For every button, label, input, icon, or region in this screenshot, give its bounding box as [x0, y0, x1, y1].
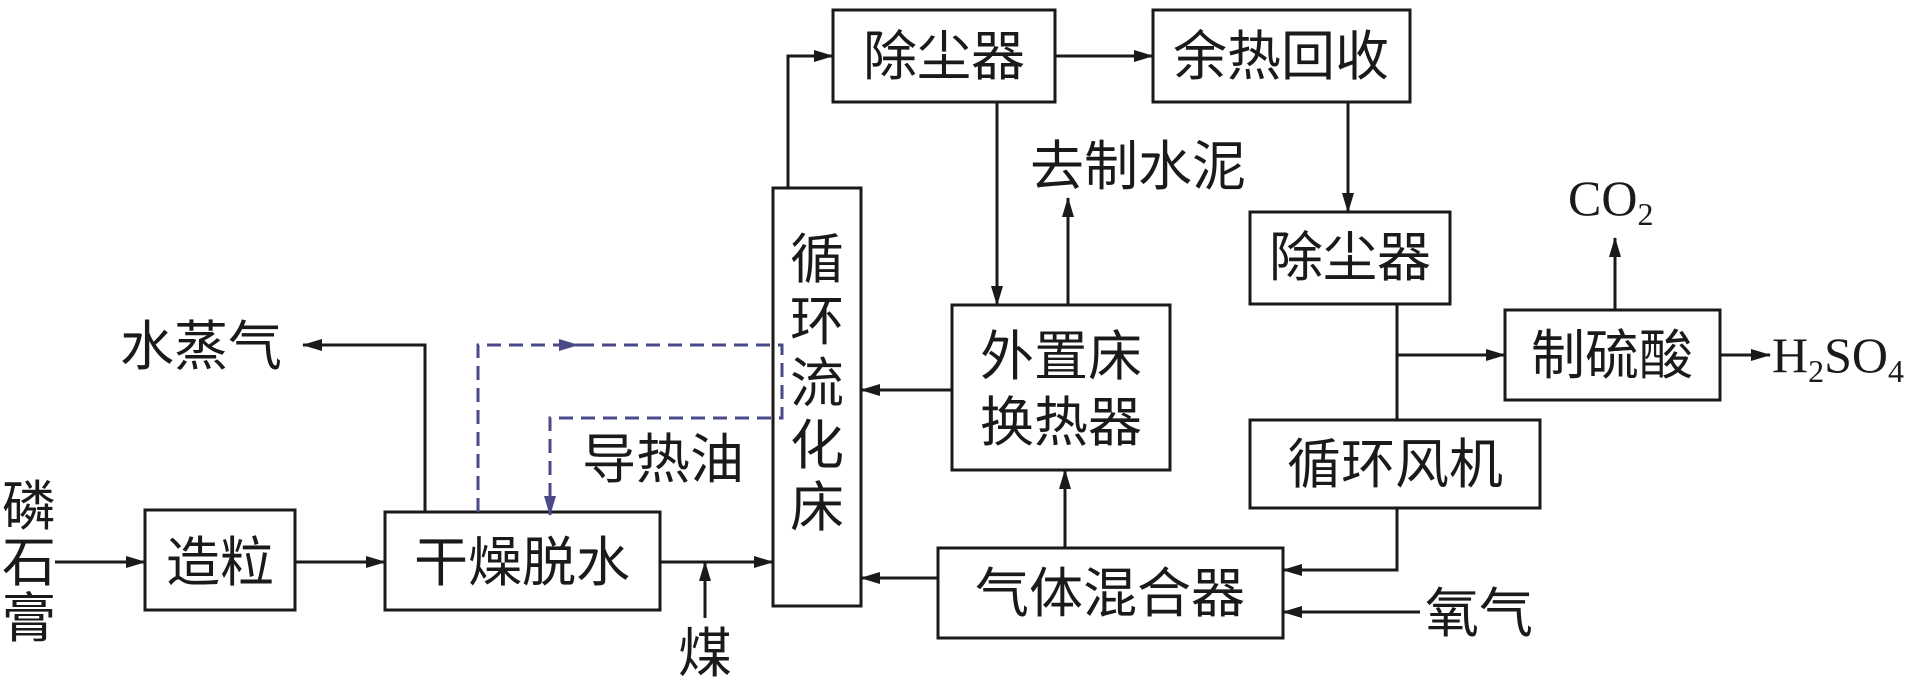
drying-label: 干燥脱水: [414, 531, 630, 594]
coal-label: 煤: [678, 622, 732, 685]
co2-subscript: 2: [1637, 196, 1653, 232]
cfb-box: [771, 186, 863, 608]
raw-material-label-3: 膏: [2, 587, 56, 650]
external-exchanger-box: [950, 303, 1172, 472]
dust-collector-1-label: 除尘器: [863, 25, 1025, 88]
cfb-label-4: 化: [790, 414, 844, 477]
steam-label: 水蒸气: [120, 315, 282, 378]
heat-oil-loop-right: [548, 343, 784, 515]
dust-collector-2-label: 除尘器: [1269, 226, 1431, 289]
external-exchanger-label-2: 换热器: [980, 391, 1142, 454]
arrow-fan-to-mixer: [1282, 508, 1399, 576]
external-exchanger-label-1: 外置床: [980, 325, 1142, 388]
arrow-drying-to-steam: [302, 339, 427, 512]
h2so4-so: SO: [1824, 327, 1888, 383]
dust-collector-2-box: [1248, 210, 1452, 306]
gas-mixer-label: 气体混合器: [975, 562, 1245, 625]
co2-main: CO: [1568, 170, 1637, 226]
cfb-label-3: 流: [790, 352, 844, 415]
h2so4-sub1: 2: [1808, 353, 1824, 389]
h2so4-h: H: [1772, 327, 1808, 383]
sulfuric-acid-label: 制硫酸: [1531, 324, 1693, 387]
co2-label: CO2: [1568, 170, 1653, 232]
gas-mixer-box: [936, 546, 1285, 640]
heat-oil-loop-top: [476, 343, 580, 512]
oxygen-label: 氧气: [1425, 582, 1533, 645]
arrow-cfb-to-dust-1: [786, 50, 834, 188]
to-cement-label: 去制水泥: [1030, 135, 1246, 198]
raw-material-label-2: 石: [2, 531, 56, 594]
drying-box: [383, 510, 662, 612]
fan-label: 循环风机: [1287, 433, 1503, 496]
waste-heat-box: [1151, 8, 1412, 104]
waste-heat-label: 余热回收: [1173, 25, 1389, 88]
cfb-label-5: 床: [790, 476, 844, 539]
granulation-label: 造粒: [166, 531, 274, 594]
h2so4-label: H2SO4: [1772, 327, 1904, 389]
heat-oil-label: 导热油: [582, 428, 744, 491]
cfb-label-1: 循: [790, 228, 844, 291]
cfb-label-2: 环: [790, 290, 844, 353]
h2so4-sub2: 4: [1888, 353, 1904, 389]
raw-material-label-1: 磷: [2, 475, 56, 538]
fan-box: [1248, 418, 1542, 510]
